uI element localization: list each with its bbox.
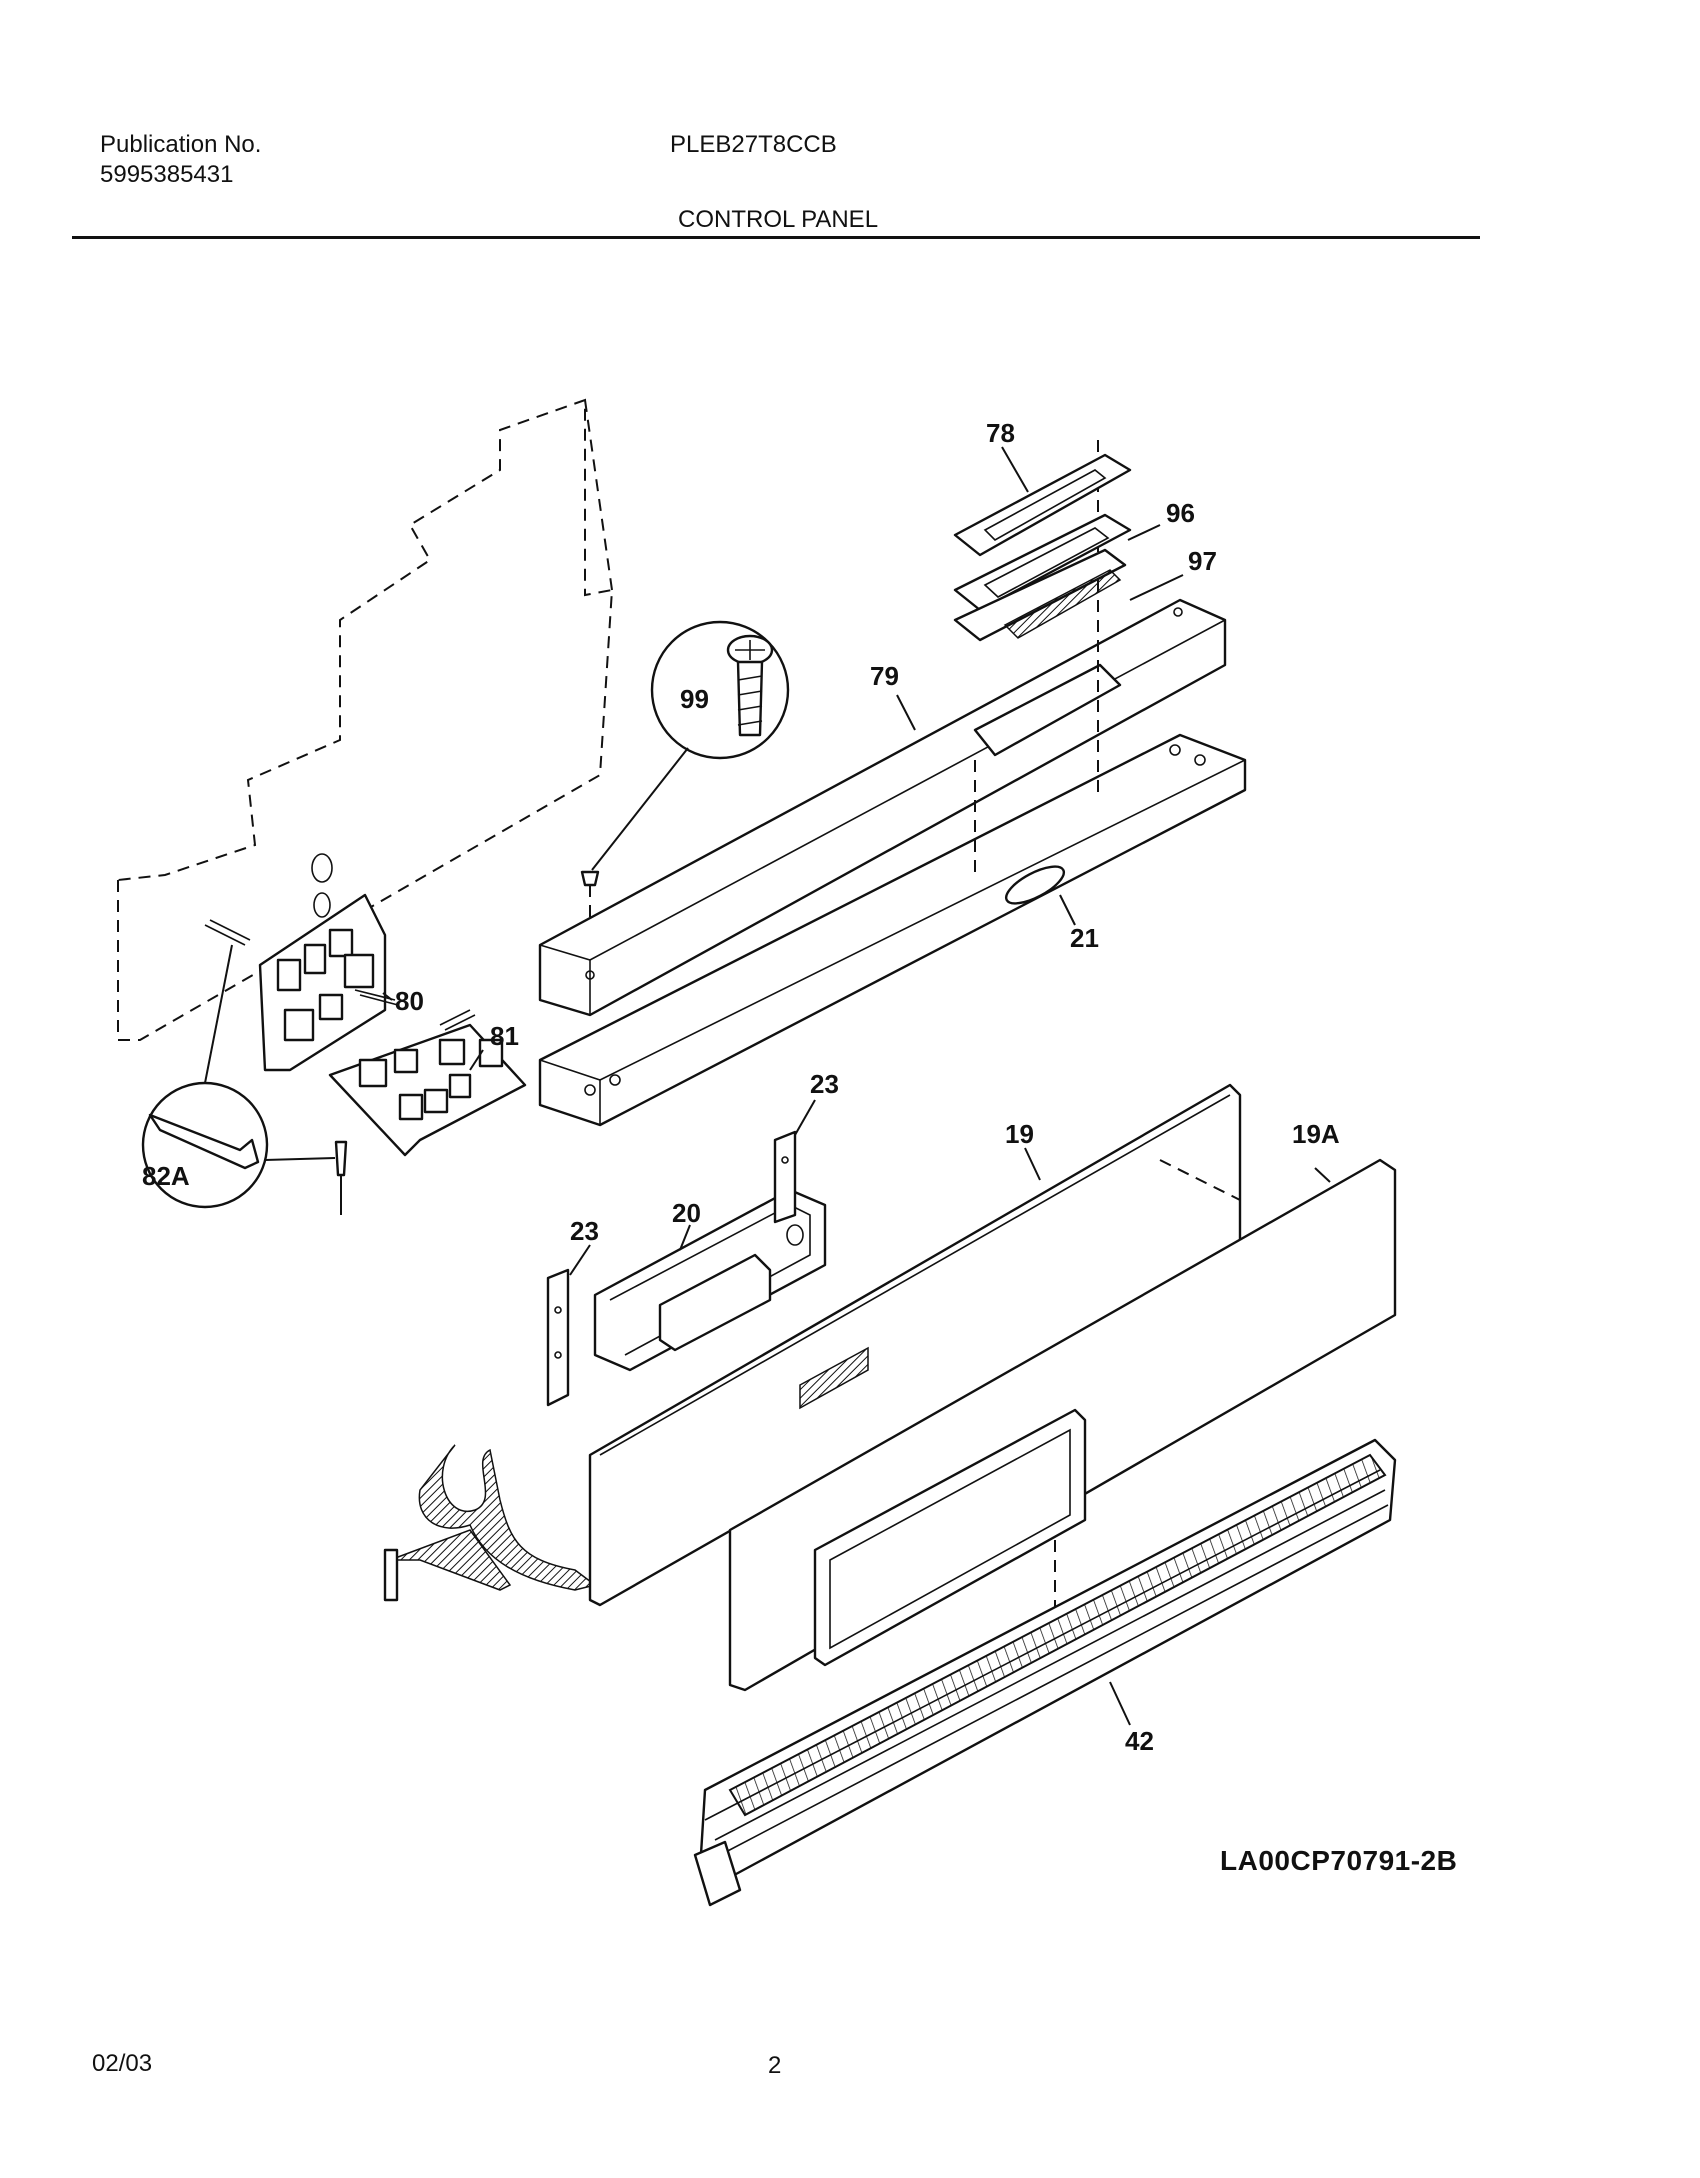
callout-81: 81 bbox=[490, 1021, 519, 1051]
publication-number: 5995385431 bbox=[100, 161, 234, 188]
callout-42: 42 bbox=[1125, 1726, 1154, 1756]
callout-19a: 19A bbox=[1292, 1119, 1340, 1149]
callout-20: 20 bbox=[672, 1198, 701, 1228]
control-channel-79 bbox=[538, 598, 1227, 1017]
gasket-96 bbox=[953, 513, 1132, 612]
detail-circle-82a bbox=[141, 944, 336, 1209]
callout-19: 19 bbox=[1005, 1119, 1034, 1149]
channel-21 bbox=[538, 440, 1247, 1127]
callout-99: 99 bbox=[680, 684, 709, 714]
callout-96: 96 bbox=[1166, 498, 1195, 528]
rear-panel-outline bbox=[117, 398, 614, 1041]
callout-79: 79 bbox=[870, 661, 899, 691]
publication-label: Publication No. bbox=[100, 131, 262, 158]
header-rule bbox=[72, 236, 1480, 239]
callout-97: 97 bbox=[1188, 546, 1217, 576]
standoff-pin bbox=[334, 1140, 348, 1215]
bracket-23-left bbox=[546, 1268, 570, 1407]
display-lens-78 bbox=[953, 453, 1132, 557]
model-number: PLEB27T8CCB bbox=[670, 131, 837, 158]
gasket-97 bbox=[953, 548, 1127, 642]
bracket-23-right bbox=[773, 1130, 797, 1224]
control-board-80 bbox=[204, 893, 399, 1072]
callout-80: 80 bbox=[395, 986, 424, 1016]
control-board-81 bbox=[328, 1009, 527, 1157]
front-panel-19a bbox=[728, 1158, 1397, 1692]
ribbon-cable bbox=[383, 1444, 597, 1602]
trim-extrusion-42 bbox=[693, 1438, 1397, 1907]
callout-23-left: 23 bbox=[570, 1216, 599, 1246]
footer-date: 02/03 bbox=[92, 2050, 153, 2077]
page-number: 2 bbox=[768, 2052, 782, 2079]
callout-21: 21 bbox=[1070, 923, 1099, 953]
callout-78: 78 bbox=[986, 418, 1015, 448]
detail-circle-99 bbox=[580, 620, 790, 950]
callout-82a: 82A bbox=[142, 1161, 190, 1191]
diagram-code: LA00CP70791-2B bbox=[1220, 1845, 1458, 1876]
section-title: CONTROL PANEL bbox=[678, 206, 879, 233]
callout-leaders bbox=[382, 446, 1331, 1726]
callout-23-right: 23 bbox=[810, 1069, 839, 1099]
